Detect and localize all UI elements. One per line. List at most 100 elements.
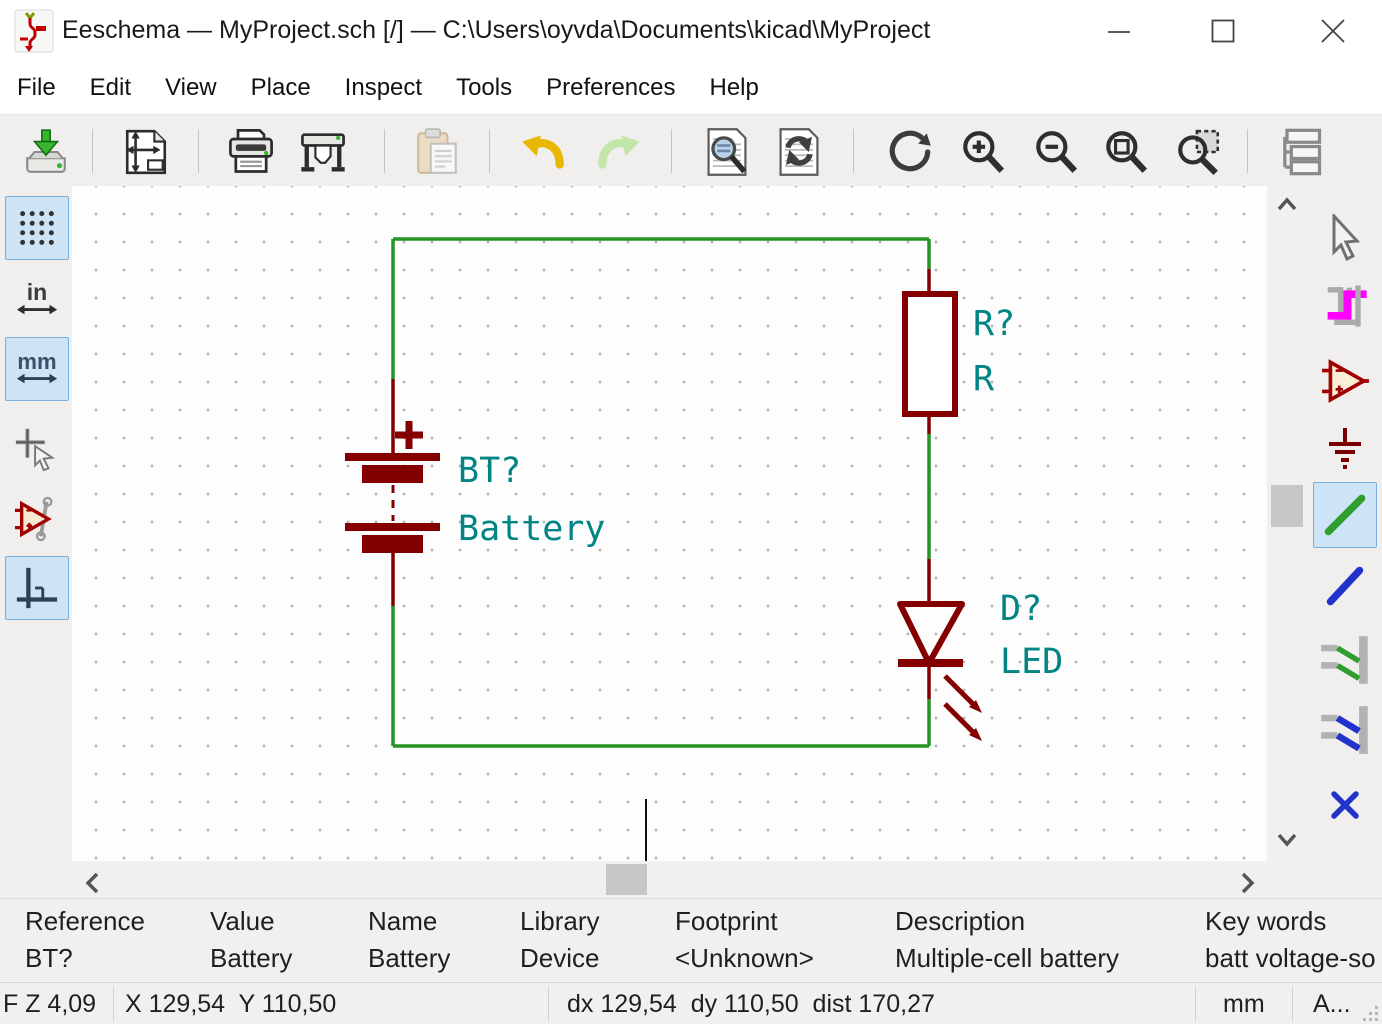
save-button[interactable] (16, 122, 76, 182)
menu-file[interactable]: File (17, 74, 56, 101)
zoom-selection-button[interactable] (1169, 122, 1229, 182)
place-wire-button[interactable] (1313, 482, 1377, 548)
find-button[interactable] (697, 122, 757, 182)
field-label: Library (520, 906, 600, 936)
redraw-view-button[interactable] (880, 122, 940, 182)
cursor-shape-button[interactable] (5, 418, 69, 482)
battery-value-label[interactable]: Battery (458, 509, 606, 549)
field-label: Key words (1205, 906, 1327, 936)
field-value: <Unknown> (675, 943, 814, 973)
grid-icon (20, 211, 54, 245)
menu-inspect[interactable]: Inspect (344, 74, 423, 101)
wire-to-bus-entry-icon (1321, 636, 1368, 684)
place-symbol-button[interactable] (1313, 348, 1377, 414)
bus-to-bus-entry-button[interactable] (1313, 697, 1377, 763)
status-extra: A... (1313, 990, 1351, 1018)
highlight-net-button[interactable] (1313, 272, 1377, 338)
status-separator (113, 987, 114, 1021)
vertical-scroll-thumb[interactable] (1271, 485, 1303, 527)
status-separator (1292, 987, 1293, 1021)
zoom-out-button[interactable] (1026, 122, 1086, 182)
component-pins (391, 269, 931, 699)
main-toolbar (0, 114, 1382, 187)
menu-view[interactable]: View (165, 74, 217, 101)
schematic-canvas[interactable]: BT? Battery R? R D? LED (72, 186, 1267, 863)
menu-preferences[interactable]: Preferences (546, 74, 676, 101)
zoom-out-icon (1036, 131, 1078, 173)
horizontal-scrollbar[interactable] (72, 861, 1267, 898)
title-bar: Eeschema — MyProject.sch [/] — C:\Users\… (0, 0, 1382, 62)
chevron-left-icon (85, 872, 99, 894)
left-toolbar: in mm (0, 186, 71, 898)
zoom-in-icon (963, 131, 1005, 173)
toolbar-separator (198, 129, 199, 173)
units-millimeters-button[interactable]: mm (5, 337, 69, 401)
page-settings-button[interactable] (116, 122, 176, 182)
paste-icon (417, 128, 457, 174)
field-label: Name (368, 906, 438, 936)
cursor-position: X 129,54 Y 110,50 (125, 990, 337, 1018)
scroll-left-arrow[interactable] (84, 870, 102, 896)
menu-edit[interactable]: Edit (89, 74, 132, 101)
inches-icon: in (16, 279, 58, 315)
battery-reference-label[interactable]: BT? (458, 451, 521, 491)
show-hidden-pins-button[interactable] (5, 487, 69, 551)
minimize-button[interactable] (1084, 0, 1154, 62)
field-label: Description (895, 906, 1026, 936)
chevron-down-icon (1277, 833, 1297, 847)
grid-visibility-button[interactable] (5, 196, 69, 260)
svg-text:mm: mm (17, 349, 56, 374)
menu-tools[interactable]: Tools (456, 74, 513, 101)
status-separator (548, 987, 549, 1021)
menu-place[interactable]: Place (250, 74, 311, 101)
status-separator (1195, 987, 1196, 1021)
status-bar: F Z 4,09 X 129,54 Y 110,50 dx 129,54 dy … (0, 982, 1382, 1024)
place-bus-icon (1326, 566, 1364, 606)
led-reference-label[interactable]: D? (1000, 589, 1042, 629)
maximize-button[interactable] (1188, 0, 1258, 62)
redo-button[interactable] (589, 122, 649, 182)
redraw-view-icon (889, 130, 931, 172)
field-label: Reference (25, 906, 145, 936)
plot-icon (301, 133, 345, 172)
save-icon (26, 129, 66, 173)
menu-help[interactable]: Help (709, 74, 759, 101)
no-connect-flag-button[interactable] (1313, 772, 1377, 838)
undo-button[interactable] (513, 122, 573, 182)
hierarchy-navigator-button[interactable] (1270, 122, 1330, 182)
zoom-fit-button[interactable] (1096, 122, 1156, 182)
battery-symbol[interactable] (345, 421, 440, 553)
scroll-right-arrow[interactable] (1238, 870, 1256, 896)
highlight-net-icon (1327, 285, 1367, 327)
vertical-scrollbar[interactable] (1267, 186, 1307, 861)
window-title: Eeschema — MyProject.sch [/] — C:\Users\… (62, 16, 931, 44)
select-tool-button[interactable] (1313, 205, 1377, 271)
chevron-right-icon (1241, 872, 1255, 894)
field-label: Value (210, 906, 275, 936)
close-button[interactable] (1298, 0, 1368, 62)
zoom-in-button[interactable] (953, 122, 1013, 182)
resistor-symbol[interactable] (902, 291, 958, 417)
paste-button[interactable] (407, 122, 467, 182)
led-value-label[interactable]: LED (1000, 642, 1063, 682)
eeschema-app-icon (14, 9, 54, 53)
wire-to-bus-entry-button[interactable] (1313, 627, 1377, 693)
hv-wires-button[interactable] (5, 556, 69, 620)
units-inches-button[interactable]: in (5, 268, 69, 332)
resistor-reference-label[interactable]: R? (973, 304, 1015, 344)
close-icon (1321, 19, 1345, 43)
field-value: Multiple-cell battery (895, 943, 1119, 973)
menu-bar: File Edit View Place Inspect Tools Prefe… (0, 62, 1382, 114)
resistor-value-label[interactable]: R (973, 359, 995, 399)
resize-grip[interactable] (1360, 1003, 1380, 1023)
place-power-port-button[interactable] (1313, 415, 1377, 481)
horizontal-scroll-thumb[interactable] (606, 864, 647, 895)
scroll-down-arrow[interactable] (1274, 830, 1300, 848)
scroll-up-arrow[interactable] (1274, 196, 1300, 214)
print-button[interactable] (221, 122, 281, 182)
plot-button[interactable] (293, 122, 353, 182)
find-replace-button[interactable] (769, 122, 829, 182)
find-icon (707, 128, 747, 176)
place-bus-button[interactable] (1313, 552, 1377, 618)
led-symbol[interactable] (897, 601, 982, 741)
